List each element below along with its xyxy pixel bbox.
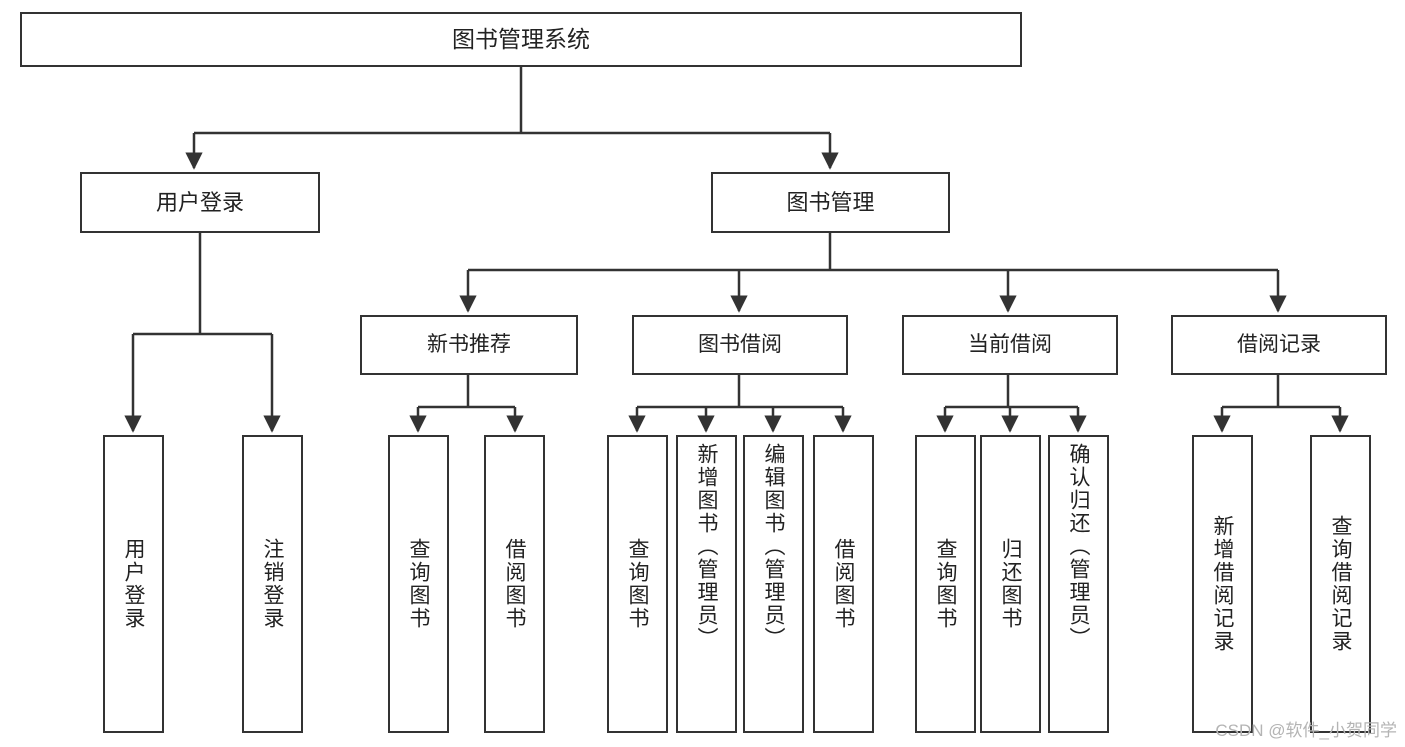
node-leaf-edit-book[interactable]: 编辑图书（管理员）	[743, 435, 804, 733]
node-leaf-query-book-2-label: 查询图书	[626, 538, 649, 630]
node-user-login-label: 用户登录	[155, 189, 244, 215]
node-leaf-query-book-1-label: 查询图书	[407, 538, 430, 630]
node-leaf-add-borrow-record[interactable]: 新增借阅记录	[1192, 435, 1253, 733]
node-leaf-query-borrow-record-label: 查询借阅记录	[1329, 515, 1352, 653]
node-new-book-recommend-label: 新书推荐	[427, 332, 511, 356]
node-leaf-add-book[interactable]: 新增图书（管理员）	[676, 435, 737, 733]
node-leaf-return-book-label: 归还图书	[999, 538, 1022, 630]
watermark: CSDN @软件_小贺同学	[1215, 721, 1397, 740]
node-book-borrow[interactable]: 图书借阅	[632, 315, 848, 375]
node-leaf-add-borrow-record-label: 新增借阅记录	[1211, 515, 1234, 653]
node-leaf-logout-login-label: 注销登录	[261, 538, 284, 630]
node-borrow-record-label: 借阅记录	[1237, 332, 1321, 356]
node-book-management[interactable]: 图书管理	[711, 172, 950, 233]
node-leaf-edit-book-label: 编辑图书（管理员）	[762, 443, 785, 650]
node-leaf-return-book[interactable]: 归还图书	[980, 435, 1041, 733]
node-leaf-confirm-return[interactable]: 确认归还（管理员）	[1048, 435, 1109, 733]
node-leaf-confirm-return-label: 确认归还（管理员）	[1067, 443, 1090, 650]
node-user-login[interactable]: 用户登录	[80, 172, 320, 233]
node-leaf-borrow-book-1-label: 借阅图书	[503, 538, 526, 630]
node-leaf-query-borrow-record[interactable]: 查询借阅记录	[1310, 435, 1371, 733]
node-leaf-query-book-3[interactable]: 查询图书	[915, 435, 976, 733]
node-leaf-query-book-2[interactable]: 查询图书	[607, 435, 668, 733]
node-leaf-user-login-label: 用户登录	[122, 538, 145, 630]
node-leaf-user-login[interactable]: 用户登录	[103, 435, 164, 733]
node-root[interactable]: 图书管理系统	[20, 12, 1022, 67]
node-book-management-label: 图书管理	[786, 189, 875, 215]
node-leaf-logout-login[interactable]: 注销登录	[242, 435, 303, 733]
node-leaf-borrow-book-2-label: 借阅图书	[832, 538, 855, 630]
node-borrow-record[interactable]: 借阅记录	[1171, 315, 1387, 375]
node-current-borrow[interactable]: 当前借阅	[902, 315, 1118, 375]
node-book-borrow-label: 图书借阅	[698, 332, 782, 356]
node-new-book-recommend[interactable]: 新书推荐	[360, 315, 578, 375]
node-leaf-borrow-book-1[interactable]: 借阅图书	[484, 435, 545, 733]
node-leaf-query-book-1[interactable]: 查询图书	[388, 435, 449, 733]
node-root-label: 图书管理系统	[452, 25, 590, 52]
node-leaf-borrow-book-2[interactable]: 借阅图书	[813, 435, 874, 733]
node-leaf-query-book-3-label: 查询图书	[934, 538, 957, 630]
node-current-borrow-label: 当前借阅	[968, 332, 1052, 356]
node-leaf-add-book-label: 新增图书（管理员）	[695, 443, 718, 650]
